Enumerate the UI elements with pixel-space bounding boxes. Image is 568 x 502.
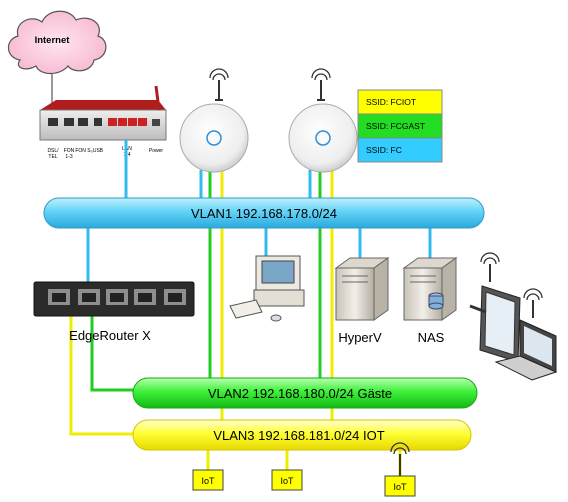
iot-device-3: IoT [384, 442, 416, 497]
ap2-led-ring [315, 130, 331, 146]
port-label-fon2: FON S₀ [75, 148, 92, 154]
laptop-base [494, 355, 558, 381]
cloud-shape [7, 10, 107, 75]
iot-label: IoT [393, 482, 407, 492]
router-antenna [154, 85, 161, 111]
pc-mouse [270, 314, 282, 322]
edgerouter-label: EdgeRouter X [69, 328, 151, 343]
iot-device-1: IoT [192, 469, 224, 491]
port-label-tel: TEL [48, 154, 57, 160]
iot-label: IoT [201, 476, 215, 486]
edgerouter-vlan2-link [90, 316, 138, 392]
wifi-signal-icon [480, 252, 500, 282]
wifi-signal-icon [311, 68, 331, 101]
pc-keyboard [229, 299, 263, 319]
iot-box [271, 469, 303, 491]
ap1-body [179, 103, 249, 173]
ssid-legend-label: SSID: FC [366, 145, 402, 155]
ap1-led-ring [206, 130, 222, 146]
port-power [152, 119, 160, 126]
internet-label: Internet [35, 35, 71, 46]
nas-label: NAS [418, 330, 445, 345]
vlan2-bus: VLAN2 192.168.180.0/24 Gäste [132, 377, 478, 409]
wifi-signal-icon [209, 68, 229, 101]
hyperv-front [335, 267, 375, 321]
port-lan4 [138, 118, 147, 126]
edgerouter-vlan3-link [69, 316, 138, 436]
vlan3-bus: VLAN3 192.168.181.0/24 IOT [132, 419, 472, 451]
router-body [39, 109, 167, 141]
iot-box [192, 469, 224, 491]
ssid-legend: SSID: FCIOT SSID: FCGAST SSID: FC [357, 89, 443, 163]
ssid-legend-swatch [357, 89, 443, 115]
port-label-usb: USB [93, 148, 104, 154]
pc-screen [261, 260, 295, 284]
ap2-body [288, 103, 358, 173]
wifi-signal-icon [523, 288, 543, 318]
iot-label: IoT [280, 476, 294, 486]
access-point-1 [179, 68, 249, 173]
wifi-signal-icon [390, 442, 410, 476]
vlan3-label: VLAN3 192.168.181.0/24 IOT [213, 428, 384, 443]
vlan2-label: VLAN2 192.168.180.0/24 Gäste [208, 386, 392, 401]
port-label-fon1-sub: 1-3 [65, 154, 72, 160]
port-dsl [48, 118, 58, 126]
hyperv-server: HyperV [334, 257, 390, 345]
iot-device-2: IoT [271, 469, 303, 491]
nas-side [441, 257, 457, 321]
fritzbox-router: DSL/ TEL FON 1-3 FON S₀ USB LAN 1-4 Powe… [39, 85, 167, 160]
access-point-2 [288, 68, 358, 173]
internet-cloud: Internet [7, 10, 107, 75]
vlan1-pipe [43, 197, 485, 229]
port-lan3 [128, 118, 137, 126]
iot-box [384, 475, 416, 497]
port-usb [94, 118, 102, 126]
mobile-devices [469, 252, 558, 381]
hyperv-label: HyperV [338, 330, 382, 345]
ssid-legend-label: SSID: FCIOT [366, 97, 416, 107]
stylus [469, 304, 487, 314]
port-fon1 [64, 118, 74, 126]
port-label-power: Power [149, 148, 164, 154]
laptop-screen [524, 326, 552, 366]
port-lan2 [118, 118, 127, 126]
port-label-fon1: FON [64, 148, 75, 154]
nas-server: NAS [402, 257, 458, 345]
ssid-legend-label: SSID: FCGAST [366, 121, 425, 131]
vlan1-label: VLAN1 192.168.178.0/24 [191, 206, 337, 221]
tablet-screen [484, 291, 516, 356]
pc-case [253, 289, 305, 307]
ssid-legend-swatch [357, 137, 443, 163]
vlan3-pipe [132, 419, 472, 451]
port-label-dsl: DSL/ [47, 148, 59, 154]
edgerouter-x: EdgeRouter X [33, 281, 195, 343]
port-lan1 [108, 118, 117, 126]
hyperv-side [373, 257, 389, 321]
ssid-legend-swatch [357, 113, 443, 139]
vlan2-pipe [132, 377, 478, 409]
pc-workstation [229, 255, 305, 322]
vlan1-bus: VLAN1 192.168.178.0/24 [43, 197, 485, 229]
router-top [40, 100, 166, 110]
port-fon2 [78, 118, 88, 126]
